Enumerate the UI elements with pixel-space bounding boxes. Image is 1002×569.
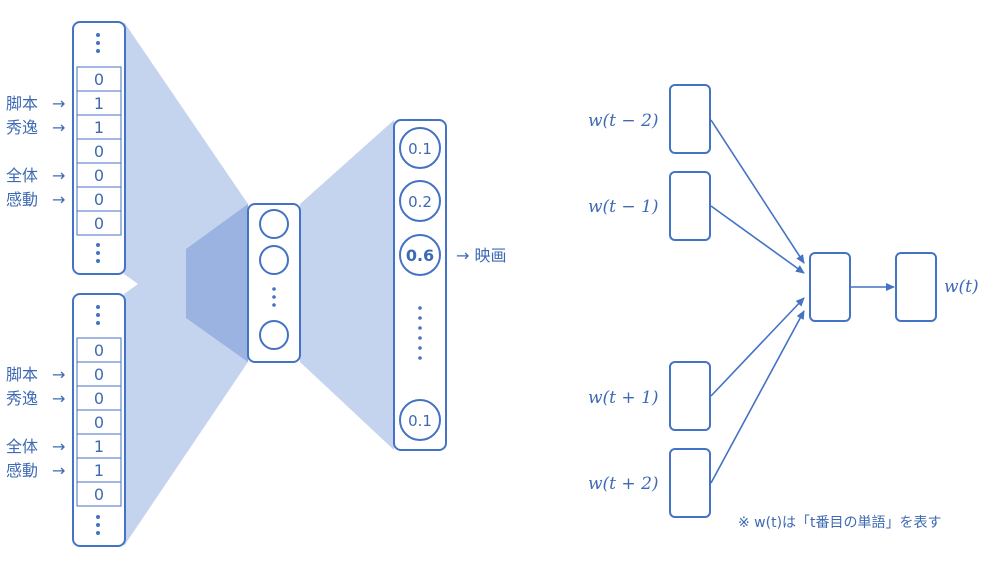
input-label-t-minus-2: w(t − 2) — [588, 111, 659, 131]
word-arrow: → — [52, 118, 65, 137]
word-label: 感動 — [6, 461, 38, 480]
word-label: 全体 — [6, 166, 38, 185]
ellipsis-dot — [96, 321, 100, 325]
vector-cell — [76, 186, 122, 212]
ellipsis-dot — [96, 41, 100, 45]
output-node-value: 0.1 — [408, 412, 432, 430]
word-label: 脚本 — [6, 365, 38, 384]
ellipsis-dot — [418, 336, 422, 340]
output-node — [399, 127, 441, 169]
vector-cell-value: 0 — [94, 389, 104, 408]
output-layer: 0.1 0.2 0.6 0.1 → 映画 — [393, 119, 507, 451]
ellipsis-dot — [96, 49, 100, 53]
word-label: 秀逸 — [6, 389, 38, 408]
vector-cell-value: 0 — [94, 142, 104, 161]
input-box-t-plus-2 — [669, 448, 711, 518]
ellipsis-dot — [96, 313, 100, 317]
vector-cell-value: 1 — [94, 118, 104, 137]
ellipsis-dot — [96, 251, 100, 255]
vector-cell-value: 0 — [94, 485, 104, 504]
output-node — [399, 180, 441, 222]
word-arrow: → — [52, 437, 65, 456]
word-arrow: → — [52, 389, 65, 408]
ellipsis-dot — [96, 515, 100, 519]
arrow-from-t-minus-1 — [710, 205, 805, 274]
ellipsis-dot — [418, 356, 422, 360]
ellipsis-dot — [96, 531, 100, 535]
vector-cell-value: 0 — [94, 70, 104, 89]
ellipsis-dot — [418, 306, 422, 310]
arrow-from-t-minus-2 — [710, 119, 805, 264]
ellipsis-dot — [96, 33, 100, 37]
ellipsis-dot — [418, 316, 422, 320]
vector-cell-value: 0 — [94, 214, 104, 233]
cbow-diagram: w(t − 2) w(t − 1) w(t + 1) w(t + 2) w(t)… — [588, 84, 979, 531]
vector-cell — [76, 66, 122, 92]
vector-cell-value: 0 — [94, 341, 104, 360]
word-arrow: → — [52, 461, 65, 480]
ellipsis-dot — [96, 305, 100, 309]
ellipsis-dot — [96, 523, 100, 527]
network-diagram: 0 1 1 0 0 0 0 脚本 → 秀逸 → 全体 → 感動 → 0 0 0 0 1 1 0 脚本 → 秀逸 → 全体 → 感動… — [6, 21, 507, 547]
footnote: ※ w(t)は「t番目の単語」を表す — [738, 515, 942, 531]
hidden-node — [259, 320, 289, 350]
arrow-from-t-plus-1 — [710, 297, 805, 397]
vector-cell — [76, 457, 122, 483]
ellipsis-dot — [418, 346, 422, 350]
output-annotation: → 映画 — [456, 246, 507, 265]
input-box-t-plus-1 — [669, 361, 711, 431]
hidden-node — [259, 209, 289, 239]
arrow-from-t-plus-2 — [710, 310, 805, 484]
ellipsis-dot — [272, 287, 276, 291]
word-label: 感動 — [6, 190, 38, 209]
output-node-value: 0.6 — [406, 246, 434, 265]
hidden-layer-container — [247, 203, 301, 363]
word-arrow: → — [52, 166, 65, 185]
input-box-t-minus-1 — [669, 171, 711, 241]
output-box — [895, 252, 937, 322]
input-box-t-minus-2 — [669, 84, 711, 154]
vector-cell-value: 1 — [94, 437, 104, 456]
word-arrow: → — [52, 190, 65, 209]
word-label: 秀逸 — [6, 118, 38, 137]
output-node — [399, 234, 441, 276]
hidden-layer — [247, 203, 301, 363]
vector-cell — [76, 433, 122, 459]
output-projection — [300, 120, 394, 450]
vector-cell — [76, 210, 122, 236]
input-label-t-plus-1: w(t + 1) — [588, 388, 659, 408]
vector-cell-value: 0 — [94, 166, 104, 185]
vector-cell-value: 0 — [94, 413, 104, 432]
ellipsis-dot — [418, 326, 422, 330]
vector-cell — [76, 409, 122, 435]
hidden-box — [809, 252, 851, 322]
output-node-value: 0.2 — [408, 193, 432, 211]
input-label-t-minus-1: w(t − 1) — [588, 197, 659, 217]
projection-overlap — [186, 204, 248, 362]
vector-cell-value: 1 — [94, 94, 104, 113]
vector-cell-value: 0 — [94, 365, 104, 384]
vector-cell-value: 1 — [94, 461, 104, 480]
hidden-node — [259, 245, 289, 275]
ellipsis-dot — [96, 259, 100, 263]
output-node — [399, 399, 441, 441]
ellipsis-dot — [272, 295, 276, 299]
output-node-value: 0.1 — [408, 140, 432, 158]
output-label: w(t) — [944, 277, 979, 297]
lower-input-vector: 0 0 0 0 1 1 0 脚本 → 秀逸 → 全体 → 感動 → — [6, 293, 126, 547]
vector-cell — [76, 90, 122, 116]
word-arrow: → — [52, 94, 65, 113]
vector-cell-value: 0 — [94, 190, 104, 209]
word-arrow: → — [52, 365, 65, 384]
ellipsis-dot — [272, 303, 276, 307]
vector-cell — [76, 361, 122, 387]
input-label-t-plus-2: w(t + 2) — [588, 474, 659, 494]
ellipsis-dot — [96, 243, 100, 247]
word-label: 全体 — [6, 437, 38, 456]
upper-input-vector: 0 1 1 0 0 0 0 脚本 → 秀逸 → 全体 → 感動 → — [6, 21, 126, 275]
vector-cell — [76, 481, 122, 507]
word-label: 脚本 — [6, 94, 38, 113]
